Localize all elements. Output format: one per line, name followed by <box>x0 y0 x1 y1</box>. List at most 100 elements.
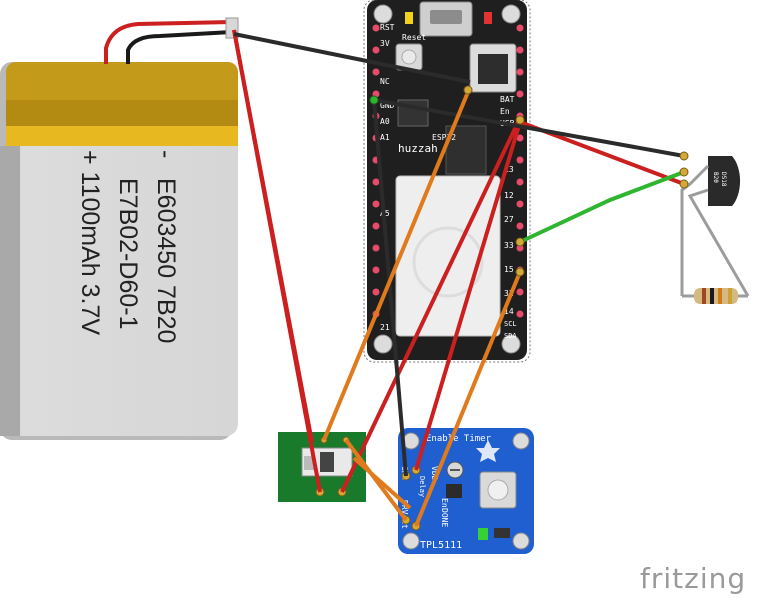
left-header-pin <box>372 24 380 32</box>
label-21: 21 <box>380 323 390 332</box>
resistor-band-1 <box>702 288 706 304</box>
lipo-battery: - E603450 7B20 E7B02-D60-1 + 1100mAh 3.7… <box>0 17 239 440</box>
battery-label-line1: E603450 7B20 <box>152 178 180 343</box>
ds18b20-sensor: DS18 B20 <box>708 156 741 206</box>
wire-end-feather-gnd <box>369 95 379 105</box>
mount-hole-tl <box>373 4 393 24</box>
led-yellow <box>405 12 413 24</box>
right-header-pin <box>516 310 524 318</box>
left-header-pin <box>372 222 380 230</box>
wire-gray-sensor-leg-2 <box>687 188 750 297</box>
tpl-title: Enable Timer <box>426 434 492 444</box>
left-header-pin <box>372 200 380 208</box>
label-33: 33 <box>504 241 514 250</box>
wire-green-data <box>519 170 685 244</box>
led-red <box>484 12 492 24</box>
esp32-watermark <box>412 226 484 298</box>
left-header-pin <box>372 178 380 186</box>
wires <box>232 29 750 527</box>
wire-black-gnd-to-tpl <box>372 99 408 477</box>
battery-lead-black <box>126 30 233 64</box>
wire-end-feather-bat <box>515 115 525 125</box>
switch-knob-left <box>304 456 314 470</box>
tpl-pin-delay: Delay <box>418 476 426 497</box>
tpl-pin-vdd: VDD <box>430 466 439 481</box>
label-nc: NC <box>380 77 390 86</box>
right-header-pin <box>516 46 524 54</box>
battery-cap-stripe <box>6 126 238 146</box>
resistor-band-4 <box>728 288 732 304</box>
label-en: En <box>500 107 510 116</box>
battery-lead-red <box>104 20 233 64</box>
wire-orange-tpl-done <box>414 271 522 527</box>
label-15: 15 <box>504 265 514 274</box>
feather-huzzah32-board: huzzah RST 3V NC GND A0 A1 A5 21 Reset E… <box>363 0 531 363</box>
label-bat: BAT <box>500 95 515 104</box>
left-header-pin <box>372 68 380 76</box>
left-header-pin <box>372 244 380 252</box>
label-32: 32 <box>504 289 514 298</box>
switch-knob <box>320 452 334 472</box>
tpl-pin-en: En <box>440 498 449 508</box>
esp32-module <box>395 175 501 337</box>
left-header-pin <box>372 288 380 296</box>
wire-black-gnd-to-sensor <box>373 98 685 158</box>
wire-end-sensor-2 <box>679 167 689 177</box>
wire-end-feather-en <box>463 85 473 95</box>
wire-end-sensor-3 <box>679 179 689 189</box>
right-header-pin <box>516 134 524 142</box>
right-header-pin <box>516 244 524 252</box>
label-13: 13 <box>504 165 514 174</box>
tpl-hole-br <box>512 532 530 550</box>
regulator-chip <box>397 99 429 127</box>
tpl-pin-done: DONE <box>440 508 449 527</box>
right-header-pin <box>516 200 524 208</box>
label-rst: RST <box>380 23 395 32</box>
wire-red-switch-to-feather-bat <box>340 117 522 493</box>
tpl-led <box>478 528 488 540</box>
label-scl: SCL <box>504 320 517 328</box>
battery-label-minus: - <box>152 150 180 158</box>
tpl-button-cap <box>487 479 509 501</box>
label-gnd: GND <box>380 101 395 110</box>
battery-edge <box>0 146 20 436</box>
battery-label-line3: + 1100mAh 3.7V <box>76 150 104 335</box>
right-header-pin <box>516 156 524 164</box>
tpl-pcb <box>398 428 534 554</box>
wire-end-feather-15 <box>515 267 525 277</box>
mount-hole-br <box>501 334 521 354</box>
right-header-pin <box>516 90 524 98</box>
fritzing-watermark: fritzing <box>640 562 746 595</box>
label-reset: Reset <box>402 33 426 42</box>
label-12: 12 <box>504 191 514 200</box>
tpl-chip <box>446 484 462 498</box>
label-a0: A0 <box>380 117 390 126</box>
right-header-pin <box>516 178 524 186</box>
wire-black-bat-gnd <box>233 32 471 84</box>
battery-label-line2: E7B02-D60-1 <box>114 178 142 329</box>
wire-end-sensor-1 <box>679 151 689 161</box>
wire-orange-switch2-to-tpl <box>352 456 412 510</box>
tpl5111-board: Enable Timer TPL5111 VDD GND En DONE DRV… <box>398 428 534 554</box>
battery-jst-inner <box>478 54 508 84</box>
tpl-pin-drvout: DRVout <box>400 500 409 529</box>
tpl-hole-tr <box>512 432 530 450</box>
wire-red-bat-plus <box>232 29 314 443</box>
label-3v: 3V <box>380 39 390 48</box>
tpl-resistor <box>494 528 510 538</box>
tpl-hole-bl <box>402 532 420 550</box>
wire-end-feather-33 <box>515 237 525 247</box>
right-header-pin <box>516 68 524 76</box>
right-header-pin <box>516 24 524 32</box>
tpl-name: TPL5111 <box>420 540 462 551</box>
label-esp32: ESP32 <box>432 133 456 142</box>
resistor-band-2 <box>710 288 714 304</box>
label-14: 14 <box>504 307 514 316</box>
mount-hole-bl <box>373 334 393 354</box>
wire-red-feather-to-tpl-vdd <box>414 121 522 471</box>
label-27: 27 <box>504 215 514 224</box>
right-header-pin <box>516 288 524 296</box>
left-header-pin <box>372 266 380 274</box>
